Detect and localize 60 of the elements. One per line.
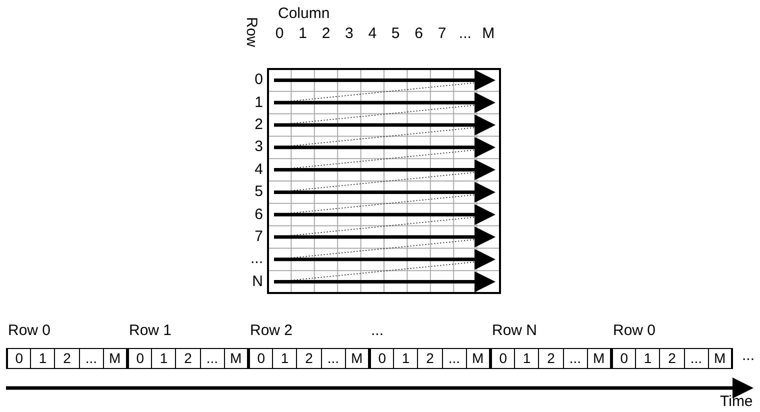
axis-title: Column (278, 6, 330, 22)
sample-cell: M (466, 348, 491, 369)
sample-cell: ... (562, 348, 588, 369)
row-number: 7 (254, 229, 263, 245)
sample-cell: ... (684, 348, 709, 369)
sample-cell: 1 (272, 348, 298, 369)
sample-cell: 0 (369, 348, 394, 369)
sample-cell: M (586, 348, 612, 369)
row-number: ... (249, 251, 263, 268)
row-number: N (251, 274, 263, 290)
row-label: Row 2 (250, 323, 293, 339)
column-number: 3 (344, 26, 354, 42)
sample-cell: 1 (393, 348, 418, 369)
row-number: 0 (254, 72, 263, 88)
sample-cell: 0 (127, 348, 152, 369)
sample-cell: 1 (30, 348, 56, 369)
sample-cell: M (344, 348, 370, 369)
row-number: 4 (254, 162, 263, 178)
column-number: 5 (390, 26, 401, 42)
sample-cell: 0 (490, 348, 516, 369)
column-number: 7 (436, 26, 448, 42)
sample-cell: 2 (175, 348, 201, 369)
row-label: Row 0 (8, 323, 51, 339)
column-number: 1 (298, 26, 308, 42)
sample-cell: 1 (635, 348, 660, 369)
row-label: Row 0 (613, 323, 656, 339)
sample-cell: 1 (151, 348, 176, 369)
row-number: 2 (254, 117, 263, 133)
column-number: 0 (274, 26, 285, 42)
row-label: Row 1 (129, 323, 172, 339)
sample-cell: 2 (54, 348, 80, 369)
row-label: ... (371, 323, 384, 339)
column-number: 2 (320, 26, 332, 42)
axis-title: Time (720, 394, 753, 410)
column-number: ... (458, 26, 472, 42)
sample-cell: M (224, 348, 249, 369)
sample-cell: 2 (538, 348, 564, 369)
ellipsis: ... (742, 348, 755, 364)
row-label: Row N (492, 323, 538, 339)
sample-cell: ... (78, 348, 104, 369)
column-number: M (481, 26, 496, 42)
row-number: 5 (254, 184, 263, 200)
sample-cell: 2 (296, 348, 322, 369)
row-number: 3 (254, 139, 263, 156)
sample-cell: 2 (417, 348, 443, 369)
axis-title: Row (243, 17, 259, 47)
row-number: 1 (254, 94, 263, 111)
sample-cell: ... (200, 348, 225, 369)
sample-cell: 0 (6, 348, 32, 369)
sample-cell: M (102, 348, 128, 369)
sample-cell: ... (442, 348, 467, 369)
sample-cell: 0 (248, 348, 274, 369)
sample-cell: ... (320, 348, 346, 369)
column-number: 4 (367, 26, 378, 42)
sample-cell: M (708, 348, 733, 369)
sample-cell: 2 (659, 348, 685, 369)
sample-cell: 0 (611, 348, 636, 369)
column-number: 6 (414, 26, 424, 42)
sample-cell: 1 (514, 348, 540, 369)
row-number: 6 (254, 206, 263, 223)
